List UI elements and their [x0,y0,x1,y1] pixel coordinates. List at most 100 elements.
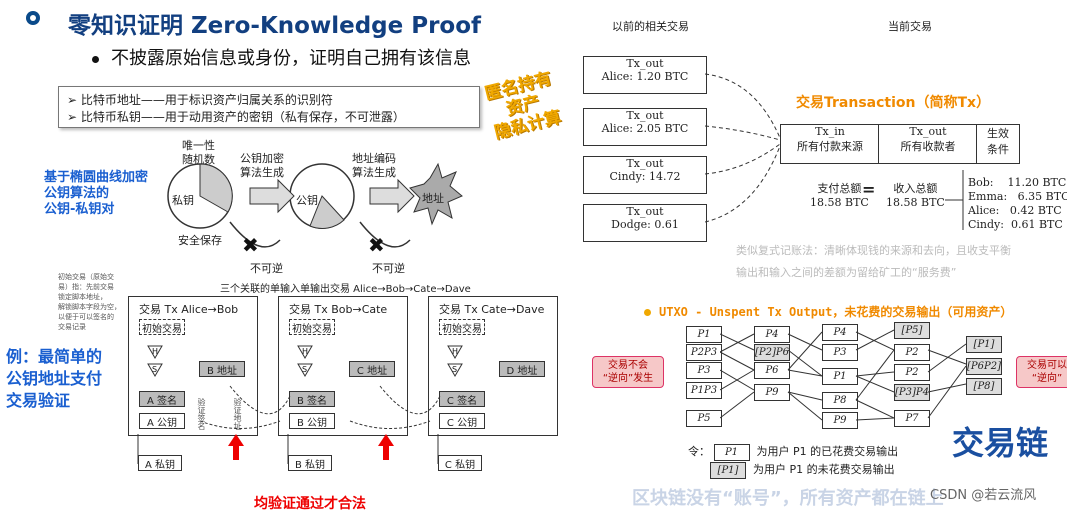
verify-rule-label: 均验证通过才合法 [254,496,366,512]
output-row: Emma: 6.35 BTC [968,190,1067,203]
initial-tx-cell: 初始交易 [439,319,485,335]
svg-text:H: H [302,347,308,356]
pubgen-label: 公钥加密算法生成 [240,152,284,179]
svg-text:S: S [452,365,457,374]
left-callout: 交易不会“逆向”发生 [592,356,664,388]
utxo-node: P1 [822,368,858,385]
utxo-node: P9 [822,412,858,429]
utxo-heading: UTXO - Unspent Tx Output，未花费的交易输出（可用资产） [644,303,1012,320]
utxo-legend: 令： P1 为用户 P1 的已花费交易输出 [P1] 为用户 P1 的未花费交易… [688,443,898,479]
footer-text: 区块链没有“账号”，所有资产都在链上 [632,488,944,509]
legend-unspent-key: [P1] [710,461,746,479]
utxo-node: P3 [686,362,722,379]
definition-address: ➢ 比特币地址——用于标识资产归属关系的识别符 [67,93,333,107]
utxo-bullet-icon [644,309,651,316]
signature-cell: A 签名 [139,391,185,407]
irreversible-label-2: 不可逆 [372,262,405,275]
utxo-edges [720,329,967,421]
output-row: Cindy: 0.61 BTC（ [968,218,1067,231]
tx-connectors [705,73,964,230]
address-cell: C 地址 [349,361,395,377]
tx-note: 类似复式记账法：清晰体现钱的来源和去向，且收支平衡输出和输入之间的差额为留给矿工… [736,244,1011,279]
logo-icon [26,11,40,25]
utxo-node: [P2]P6 [754,344,790,361]
svg-text:S: S [302,365,307,374]
utxo-node: P2P3 [686,344,722,361]
big-tx-chain-title: 交易链 [952,424,1049,462]
public-key-label: 公钥 [296,194,318,207]
curr-tx-label: 当前交易 [888,20,932,33]
utxo-node: [P1] [966,336,1002,353]
utxo-node: P4 [754,326,790,343]
utxo-node: [P8] [966,378,1002,395]
utxo-node: [P5] [894,322,930,339]
address-cell: D 地址 [499,361,545,377]
verify-addr-label: 验证地址 [233,398,242,430]
initial-tx-note: 初始交易（原始交易）指：先前交易 锁定脚本地址，解锁脚本字段为空， 以便于可以签… [58,273,121,331]
prev-tx-label: 以前的相关交易 [612,20,689,33]
right-callout: 交易可以“逆向” [1016,356,1067,388]
example-label: 例：最简单的 公钥地址支付 交易验证 [6,347,103,410]
utxo-node: P3 [822,344,858,361]
definition-private-key: ➢ 比特币私钥——用于动用资产的密钥（私有保存，不可泄露） [67,110,405,124]
condition-cell: 生效条件 [976,124,1020,164]
tx-title: 交易 Tx Alice→Bob [139,303,239,316]
address-label: 地址 [422,192,444,205]
utxo-node: P9 [754,384,790,401]
utxo-node: P7 [894,410,930,427]
utxo-node: P5 [686,410,722,427]
private-key-label: 私钥 [172,194,194,207]
svg-text:H: H [152,347,158,356]
output-row: Bob: 11.20 BTC [968,176,1067,189]
ecc-label: 基于椭圆曲线加密 公钥算法的 公钥-私钥对 [44,170,149,217]
legend-unspent-row: [P1] 为用户 P1 的未花费交易输出 [688,461,898,479]
svg-text:S: S [152,365,157,374]
address-cell: B 地址 [199,361,245,377]
utxo-node: P1P3 [686,382,722,399]
tx-heading: 交易Transaction（简称Tx） [796,95,991,111]
utxo-node: [P3]P4 [894,384,930,401]
definition-box: ➢ 比特币地址——用于标识资产归属关系的识别符 ➢ 比特币私钥——用于动用资产的… [58,86,480,128]
utxo-node: P2 [894,344,930,361]
tx-title: 交易 Tx Bob→Cate [289,303,388,316]
stamp-annotation: 匿名持有 资产 隐私计算 [482,68,564,144]
page-title: 零知识证明 Zero-Knowledge Proof [68,13,482,39]
initial-tx-cell: 初始交易 [289,319,335,335]
legend-spent-key: P1 [713,443,750,461]
bullet-dot-icon [92,55,99,63]
tx-title: 交易 Tx Cate→Dave [439,303,545,316]
svg-text:H: H [452,347,458,356]
utxo-node: P1 [686,326,722,343]
verify-sign-label: 验证签名 [197,398,206,430]
signature-cell: C 签名 [439,391,485,407]
public-key-cell: B 公钥 [289,413,335,429]
watermark: CSDN @若云流风 [930,488,1037,503]
tx-box: 交易 Tx Alice→Bob 初始交易 A 签名 A 公钥 B 地址 [128,296,258,436]
chain-caption: 三个关联的单输入单输出交易 Alice→Bob→Cate→Dave [220,284,471,295]
keypair-diagram: ✖ ✖ [167,162,463,257]
outputs-list: Bob: 11.20 BTC Emma: 6.35 BTC Alice: 0.4… [968,176,1067,232]
utxo-node: P2 [894,364,930,381]
equals-sign: = [862,180,876,199]
random-label: 唯一性随机数 [182,139,215,166]
safe-storage-label: 安全保存 [178,234,222,247]
intro-bullet: 不披露原始信息或身份，证明自己拥有该信息 [92,44,471,70]
signature-cell: B 签名 [289,391,335,407]
utxo-node: [P6P2] [966,358,1002,375]
svg-text:✖: ✖ [368,233,385,257]
private-key-cell: A 私钥 [138,455,182,471]
output-row: Alice: 0.42 BTC（ [968,204,1067,217]
legend-spent-row: 令： P1 为用户 P1 的已花费交易输出 [688,443,898,461]
public-key-cell: C 公钥 [439,413,485,429]
addrgen-label: 地址编码算法生成 [352,152,396,179]
chain-connectors: HS HS HS [137,345,463,464]
initial-tx-cell: 初始交易 [139,319,185,335]
